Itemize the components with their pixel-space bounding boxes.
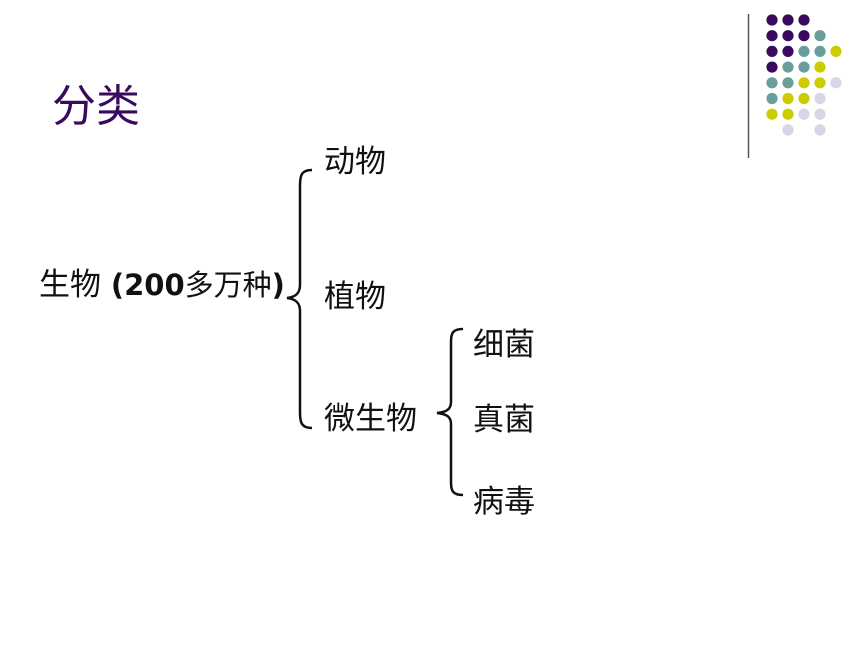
root-count: (200多万种) <box>111 268 285 302</box>
root-label: 生物 <box>39 267 101 303</box>
decor-dot <box>782 30 794 42</box>
decor-dot <box>766 77 778 89</box>
decor-dot <box>830 45 842 58</box>
main-brace <box>286 168 313 430</box>
decor-dot <box>814 30 826 42</box>
decor-dot <box>766 92 778 105</box>
decor-dot <box>798 108 810 120</box>
page-title: 分类 <box>52 81 140 132</box>
decor-dot <box>814 61 826 73</box>
decor-dot <box>798 14 810 26</box>
decor-dot <box>814 45 826 58</box>
decor-dot <box>798 92 810 105</box>
decor-dot <box>782 45 794 58</box>
decor-dot <box>814 124 826 136</box>
root-node: 生物 (200多万种) <box>39 259 285 304</box>
decor-dot <box>830 77 842 89</box>
branch-plants: 植物 <box>324 279 386 315</box>
decor-dot <box>782 14 794 26</box>
decor-dot <box>798 45 810 58</box>
decor-dot <box>782 77 794 89</box>
decor-dot <box>782 108 794 120</box>
root-count-close: ) <box>271 268 285 302</box>
microbe-fungi: 真菌 <box>473 402 535 438</box>
decor-dot <box>782 92 794 105</box>
microbe-brace <box>436 327 464 497</box>
root-count-unit: 多万种 <box>184 268 272 302</box>
decor-dot <box>814 77 826 89</box>
decor-dot <box>766 108 778 120</box>
decor-dot <box>766 61 778 73</box>
branch-animals: 动物 <box>324 144 386 180</box>
decor-dot <box>798 77 810 89</box>
decor-dot <box>782 124 794 136</box>
decor-dot <box>814 92 826 105</box>
root-count-open: (200 <box>110 268 185 302</box>
decor-dot <box>782 61 794 73</box>
decor-dot <box>798 30 810 42</box>
decor-dot <box>798 61 810 73</box>
microbe-viruses: 病毒 <box>473 484 535 520</box>
decor-dot <box>766 45 778 58</box>
decor-dot <box>814 108 826 120</box>
microbe-bacteria: 细菌 <box>473 327 535 363</box>
branch-microorganisms: 微生物 <box>324 401 417 437</box>
decor-dot <box>766 14 778 26</box>
decor-dot <box>766 30 778 42</box>
